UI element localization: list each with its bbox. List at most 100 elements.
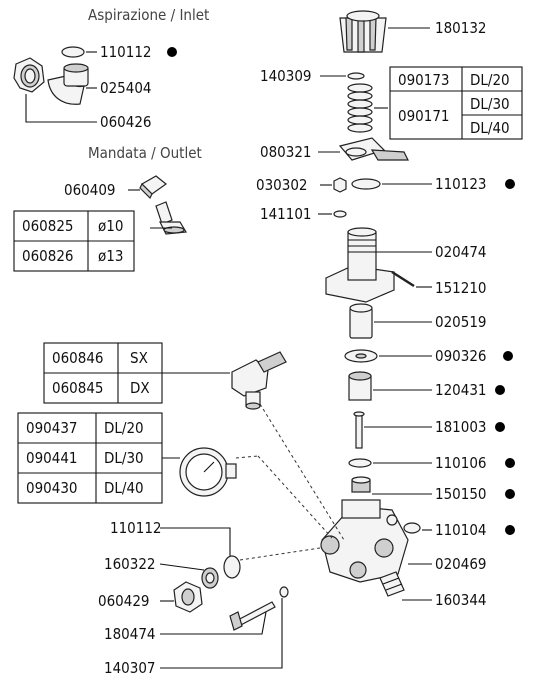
spring-table-r1c2: DL/20 — [470, 71, 510, 89]
valve-table-r1c2: SX — [130, 349, 148, 367]
leader-140307 — [160, 598, 283, 669]
oring-110112-lower — [223, 555, 241, 579]
sleeve-120431 — [348, 371, 372, 401]
fitting-160322 — [201, 567, 219, 589]
screw-181003 — [353, 411, 365, 449]
nozzle-060409 — [139, 175, 167, 200]
washer-140307 — [279, 586, 289, 598]
nozzle-table: 060825 ø10 060826 ø13 — [13, 210, 135, 272]
nut-030302 — [333, 177, 347, 193]
label-141101: 141101 — [260, 205, 312, 223]
piston-020519 — [349, 303, 373, 339]
valve-table-r2c2: DX — [130, 379, 150, 397]
label-160322: 160322 — [104, 555, 156, 573]
dashed-valve-to-body — [259, 403, 345, 541]
bullet-181003 — [495, 422, 505, 432]
bullet-110123 — [505, 179, 515, 189]
inlet-heading: Aspirazione / Inlet — [88, 6, 209, 24]
dashed-gauge-b — [257, 455, 333, 539]
bullet-120431 — [495, 385, 505, 395]
nozzle-table-r1c2: ø10 — [98, 217, 123, 235]
elbow-025404 — [47, 63, 89, 105]
valve-body-020469 — [320, 499, 409, 583]
gauge-table-r3c1: 090430 — [26, 479, 78, 497]
bullet-110104 — [505, 525, 515, 535]
label-160344: 160344 — [435, 591, 487, 609]
label-180474: 180474 — [104, 625, 156, 643]
dashed-lower-to-body — [239, 547, 321, 561]
nozzle-holder — [155, 201, 188, 235]
gauge-table: 090437 DL/20 090441 DL/30 090430 DL/40 — [17, 412, 163, 504]
gauge-table-r1c2: DL/20 — [104, 419, 144, 437]
regulator-body-020474 — [325, 227, 395, 303]
label-020469: 020469 — [435, 555, 487, 573]
label-030302: 030302 — [256, 176, 308, 194]
spring-table: 090173 DL/20 090171 DL/30 DL/40 — [389, 66, 523, 140]
bullet-150150 — [505, 489, 515, 499]
dashed-gauge-a — [235, 455, 259, 459]
label-150150: 150150 — [435, 485, 487, 503]
label-060426: 060426 — [100, 113, 152, 131]
label-090326: 090326 — [435, 347, 487, 365]
outlet-heading: Mandata / Outlet — [88, 144, 202, 162]
lever-080321 — [338, 137, 409, 161]
label-060409: 060409 — [64, 181, 116, 199]
gauge-table-r1c1: 090437 — [26, 419, 78, 437]
bullet-110112-inlet — [167, 47, 177, 57]
label-020519: 020519 — [435, 313, 487, 331]
nozzle-table-r1c1: 060825 — [22, 217, 74, 235]
leader-110112b — [160, 527, 231, 556]
bullet-090326 — [503, 351, 513, 361]
knob-180132 — [339, 10, 387, 53]
seal-090326 — [344, 349, 378, 363]
nut-060429 — [173, 581, 203, 613]
oring-110104 — [403, 522, 421, 534]
side-valve-tap — [231, 351, 287, 410]
pin-151210 — [391, 270, 415, 288]
label-140309: 140309 — [260, 67, 312, 85]
spring-table-r2c1: 090171 — [398, 107, 450, 125]
label-180132: 180132 — [435, 19, 487, 37]
gauge-table-r2c1: 090441 — [26, 449, 78, 467]
label-110104: 110104 — [435, 521, 487, 539]
nozzle-table-r2c1: 060826 — [22, 247, 74, 265]
label-120431: 120431 — [435, 381, 487, 399]
leader-180474 — [160, 611, 267, 635]
label-080321: 080321 — [260, 143, 312, 161]
valve-seat-150150 — [351, 476, 371, 493]
label-110112-lower: 110112 — [110, 519, 162, 537]
valve-table-r2c1: 060845 — [52, 379, 104, 397]
oring-110106 — [348, 458, 372, 468]
nut-060426 — [13, 57, 45, 93]
spring — [347, 83, 373, 133]
label-181003: 181003 — [435, 418, 487, 436]
washer-140309 — [347, 72, 365, 80]
label-020474: 020474 — [435, 243, 487, 261]
fitting-160344 — [379, 571, 405, 597]
label-140307: 140307 — [104, 659, 156, 677]
bolt-180474 — [229, 601, 276, 631]
oring-110112-inlet — [61, 46, 85, 58]
label-110112-inlet: 110112 — [100, 43, 152, 61]
leader-060426 — [25, 94, 97, 123]
spring-table-r2c2b: DL/40 — [470, 119, 510, 137]
gauge-table-r3c2: DL/40 — [104, 479, 144, 497]
nozzle-table-r2c2: ø13 — [98, 247, 123, 265]
gauge-table-r2c2: DL/30 — [104, 449, 144, 467]
washer-141101 — [333, 210, 347, 218]
pressure-gauge — [179, 447, 237, 497]
valve-table-r1c1: 060846 — [52, 349, 104, 367]
leader-160322 — [159, 563, 205, 571]
label-110106: 110106 — [435, 454, 487, 472]
oring-110123 — [351, 178, 381, 190]
label-060429: 060429 — [98, 592, 150, 610]
valve-table: 060846 SX 060845 DX — [43, 342, 163, 404]
spring-table-r2c2a: DL/30 — [470, 95, 510, 113]
label-110123: 110123 — [435, 175, 487, 193]
bullet-110106 — [505, 458, 515, 468]
label-025404: 025404 — [100, 79, 152, 97]
label-151210: 151210 — [435, 279, 487, 297]
spring-table-r1c1: 090173 — [398, 71, 450, 89]
